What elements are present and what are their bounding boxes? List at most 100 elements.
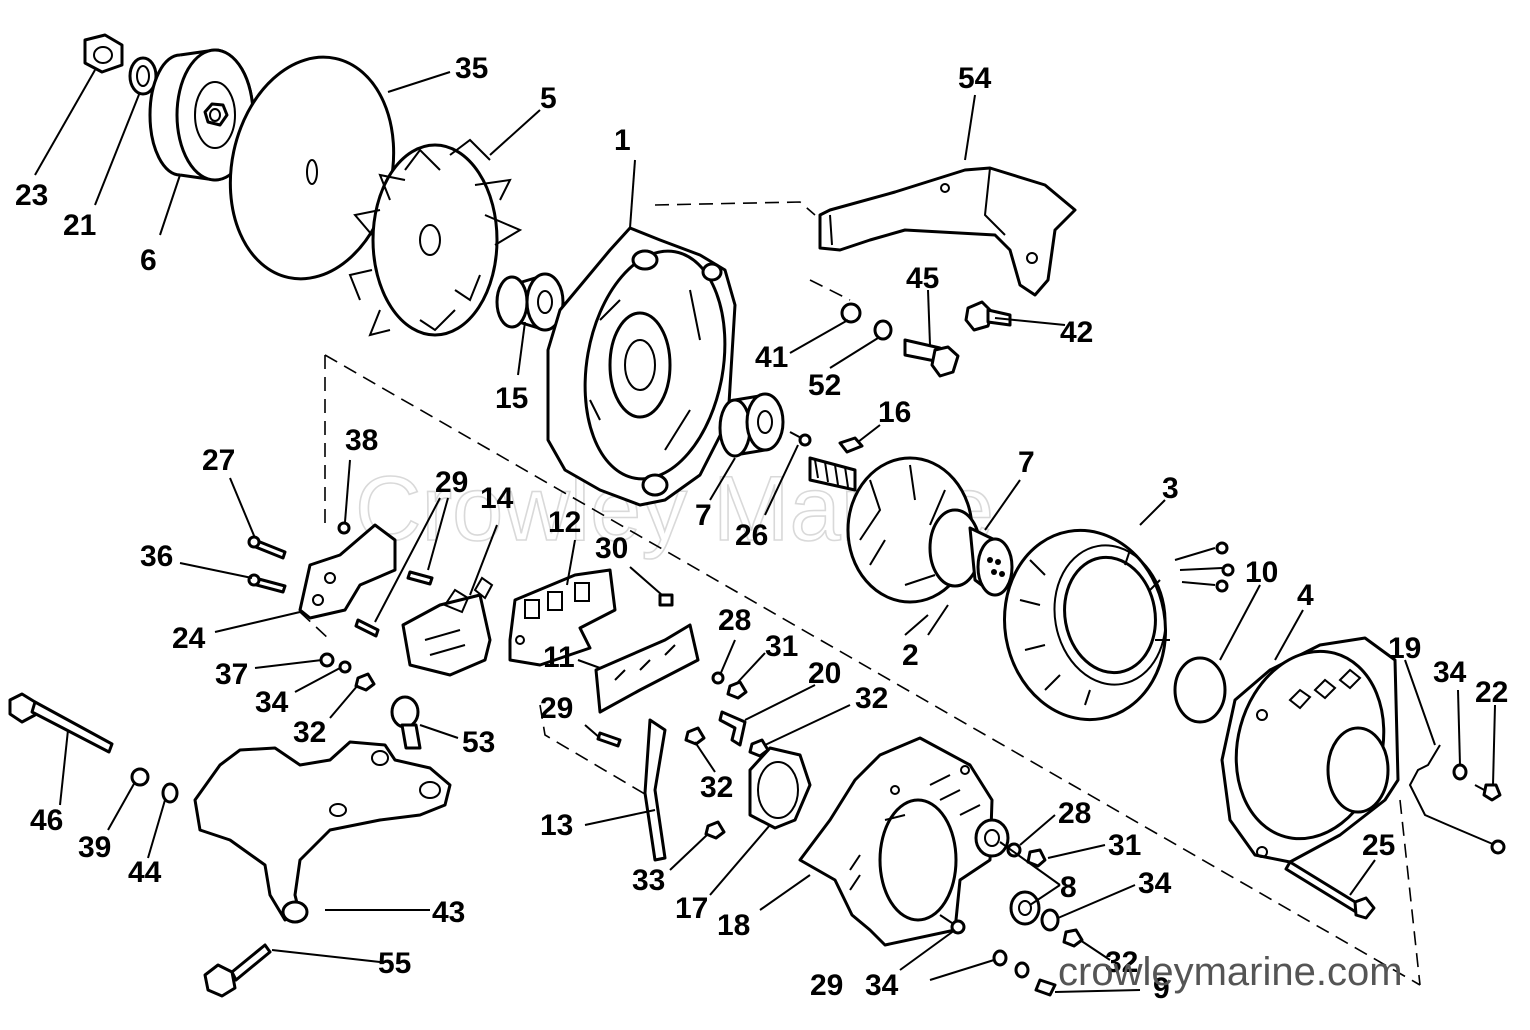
callout-29-lower: 29	[810, 969, 843, 1002]
hex-nut-part	[83, 33, 124, 74]
callout-42: 42	[1060, 316, 1093, 349]
assembly-dash-lines	[299, 201, 1421, 986]
callout-33: 33	[632, 864, 665, 897]
rear-cover-part	[798, 736, 994, 947]
callout-3: 3	[1162, 472, 1179, 505]
callout-38: 38	[345, 424, 378, 457]
callout-7-rotor: 7	[1018, 446, 1035, 479]
callout-44: 44	[128, 856, 162, 889]
washer-part	[130, 767, 150, 787]
nut-part	[748, 738, 770, 758]
fan-part	[348, 138, 523, 337]
callout-34-lower: 34	[1138, 867, 1172, 900]
callout-32: 32	[293, 716, 326, 749]
screw-part	[247, 535, 287, 560]
callout-31-lower: 31	[1108, 829, 1141, 862]
washer-part	[992, 949, 1008, 967]
nut-part	[1026, 848, 1047, 868]
washer-part	[1452, 763, 1468, 781]
callout-14: 14	[480, 482, 514, 515]
rotor-part	[808, 456, 1014, 604]
washer-part	[840, 302, 862, 324]
washer-part	[338, 660, 352, 674]
callout-15: 15	[495, 382, 528, 415]
screw-part	[1474, 783, 1502, 802]
callout-43: 43	[432, 896, 465, 929]
callout-28-lower: 28	[1058, 797, 1091, 830]
callout-29-mid: 29	[540, 692, 573, 725]
callout-12: 12	[548, 506, 581, 539]
callout-18: 18	[717, 909, 750, 942]
long-bolt-part	[8, 692, 114, 754]
screw-part	[354, 618, 380, 638]
nut-part	[684, 726, 706, 746]
callout-32-right: 32	[855, 682, 888, 715]
lock-washer-part	[161, 782, 179, 804]
drive-end-frame-part	[546, 226, 737, 507]
bolt-part	[203, 943, 272, 998]
washer-part	[337, 521, 351, 535]
adjusting-bolt-part	[390, 695, 422, 750]
callout-32-lower: 32	[1105, 946, 1138, 979]
callout-8: 8	[1060, 871, 1077, 904]
pin-part	[1034, 978, 1057, 997]
terminal-eye-part	[1490, 839, 1506, 855]
callout-13: 13	[540, 809, 573, 842]
washer-part	[1014, 961, 1030, 979]
callout-1: 1	[614, 124, 631, 157]
callout-34: 34	[255, 686, 289, 719]
callout-30: 30	[595, 532, 628, 565]
callout-37: 37	[215, 658, 248, 691]
callout-28: 28	[718, 604, 751, 637]
screw-part	[596, 731, 622, 748]
clip-part	[718, 710, 747, 747]
callout-36: 36	[140, 540, 173, 573]
callout-24: 24	[172, 622, 206, 655]
washer-part	[1040, 908, 1060, 932]
callout-32-mid: 32	[700, 771, 733, 804]
bolt-part	[964, 300, 1012, 332]
callout-46: 46	[30, 804, 63, 837]
callout-6: 6	[140, 244, 157, 277]
spacer-part	[495, 272, 565, 332]
lower-bracket-part	[193, 740, 452, 924]
o-ring-part	[1173, 656, 1227, 724]
watermark-bottom: crowleymarine.com	[1058, 950, 1403, 994]
brush-holder-part	[298, 523, 397, 620]
nut-part	[354, 672, 376, 692]
rectifier-part	[508, 568, 617, 667]
bolt-part	[903, 338, 960, 378]
callout-27: 27	[202, 444, 235, 477]
callout-41: 41	[755, 341, 788, 374]
callout-35: 35	[455, 52, 488, 85]
callout-26: 26	[735, 519, 768, 552]
regulator-part	[401, 576, 494, 677]
screw-part	[247, 573, 287, 594]
lock-washer-part	[873, 319, 893, 341]
callout-52: 52	[808, 369, 841, 402]
slip-ring-end-frame-part	[1220, 636, 1400, 864]
callout-54: 54	[958, 62, 992, 95]
callout-20: 20	[808, 657, 841, 690]
strap-part	[643, 718, 667, 862]
mounting-bracket-part	[818, 166, 1077, 297]
callout-45: 45	[906, 262, 939, 295]
washer-part	[319, 652, 335, 668]
callout-11: 11	[543, 641, 575, 674]
nut-part	[1062, 928, 1084, 948]
leader-lines	[34, 69, 1496, 993]
callout-5: 5	[540, 82, 557, 115]
callout-34-right: 34	[1433, 656, 1467, 689]
callout-22: 22	[1475, 676, 1508, 709]
terminal-lead-part	[1408, 744, 1496, 846]
callout-23: 23	[15, 179, 48, 212]
callout-7: 7	[695, 499, 712, 532]
callout-31: 31	[765, 630, 798, 663]
callout-2: 2	[902, 639, 919, 672]
callout-labels: 1 2 3 4 5 6 7 7 8 9 10 11 12 13 14 15 16…	[15, 52, 1508, 1005]
bearing-part	[974, 818, 1041, 926]
washer-part	[128, 56, 158, 96]
diode-trio-part	[594, 623, 700, 714]
callout-53: 53	[462, 726, 495, 759]
